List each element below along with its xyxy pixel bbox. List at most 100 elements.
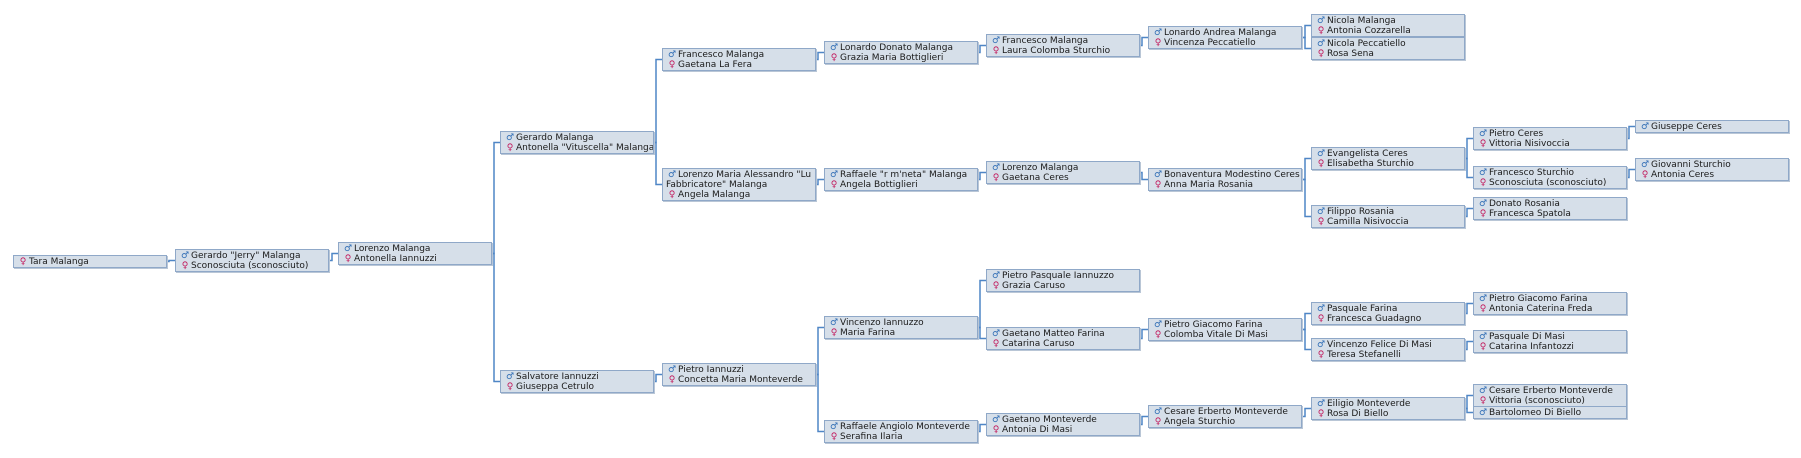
female-symbol-icon: ♀ <box>1317 159 1325 169</box>
male-symbol-icon: ♂ <box>505 372 515 382</box>
female-name: Colomba Vitale Di Masi <box>1164 330 1268 340</box>
connector-g2-g3b <box>492 252 500 383</box>
female-person-row: ♀Sconosciuta (sconosciuto) <box>1474 178 1626 188</box>
connector-g4c-g5d <box>816 373 824 433</box>
female-person-row: ♀Antonia Ceres <box>1636 170 1788 180</box>
female-symbol-icon: ♀ <box>1154 417 1162 427</box>
connector-g3a-g4a <box>654 58 662 144</box>
female-person-row: ♀Antonella Iannuzzi <box>339 254 491 264</box>
person-box-g7c[interactable]: ♂Pietro Giacomo Farina♀Colomba Vitale Di… <box>1148 318 1302 341</box>
person-box-g1[interactable]: ♂Gerardo "Jerry" Malanga♀Sconosciuta (sc… <box>175 249 329 272</box>
person-box-g6e[interactable]: ♂Gaetano Monteverde♀Antonia Di Masi <box>986 413 1140 436</box>
female-name: Antonella Iannuzzi <box>354 254 437 264</box>
male-symbol-icon: ♂ <box>1478 199 1488 209</box>
person-box-g8c[interactable]: ♂Evangelista Ceres♀Elisabetha Sturchio <box>1311 147 1465 170</box>
male-person-row: ♂Filippo Rosania <box>1312 207 1464 217</box>
female-name: Angela Bottiglieri <box>840 180 918 190</box>
person-box-g7b[interactable]: ♂Bonaventura Modestino Ceres♀Anna Maria … <box>1148 168 1302 191</box>
person-box-g8g[interactable]: ♂Eiligio Monteverde♀Rosa Di Biello <box>1311 397 1465 420</box>
person-box-g10b[interactable]: ♂Giovanni Sturchio♀Antonia Ceres <box>1635 158 1789 181</box>
male-symbol-icon: ♂ <box>1478 408 1488 418</box>
male-person-row: ♂Pietro Pasquale Iannuzzo <box>987 271 1139 281</box>
male-symbol-icon: ♂ <box>991 36 1001 46</box>
female-name: Giuseppa Cetrulo <box>516 382 594 392</box>
male-symbol-icon: ♂ <box>1153 28 1163 38</box>
female-name: Maria Farina <box>840 328 896 338</box>
person-box-g7a[interactable]: ♂Lonardo Andrea Malanga♀Vincenza Peccati… <box>1148 26 1302 49</box>
female-symbol-icon: ♀ <box>1317 49 1325 59</box>
person-box-g3b[interactable]: ♂Salvatore Iannuzzi♀Giuseppa Cetrulo <box>500 370 654 393</box>
male-person-row: ♂Donato Rosania <box>1474 199 1626 209</box>
female-symbol-icon: ♀ <box>181 261 189 271</box>
person-box-g9e[interactable]: ♂Pasquale Di Masi♀Catarina Infantozzi <box>1473 330 1627 353</box>
female-symbol-icon: ♀ <box>668 60 676 70</box>
female-name: Antonia Di Masi <box>1002 425 1073 435</box>
male-symbol-icon: ♂ <box>829 43 839 53</box>
person-box-g6b[interactable]: ♂Lorenzo Malanga♀Gaetana Ceres <box>986 161 1140 184</box>
male-symbol-icon: ♂ <box>991 415 1001 425</box>
person-box-g4b[interactable]: ♂Lorenzo Maria Alessandro "Lu Fabbricato… <box>662 168 816 201</box>
male-symbol-icon: ♂ <box>1316 304 1326 314</box>
person-box-g9b[interactable]: ♂Francesco Sturchio♀Sconosciuta (sconosc… <box>1473 166 1627 189</box>
connector-g8e-g9d <box>1465 302 1473 315</box>
person-box-g6a[interactable]: ♂Francesco Malanga♀Laura Colomba Sturchi… <box>986 34 1140 57</box>
male-person-row: ♂Nicola Peccatiello <box>1312 39 1464 49</box>
connector-g8d-g9c <box>1465 207 1473 218</box>
female-symbol-icon: ♀ <box>1317 350 1325 360</box>
person-box-g9c[interactable]: ♂Donato Rosania♀Francesca Spatola <box>1473 197 1627 220</box>
female-symbol-icon: ♀ <box>19 257 27 267</box>
person-box-g6c[interactable]: ♂Pietro Pasquale Iannuzzo♀Grazia Caruso <box>986 269 1140 292</box>
female-name: Sconosciuta (sconosciuto) <box>1489 178 1607 188</box>
male-symbol-icon: ♂ <box>667 170 677 180</box>
female-person-row: ♀Concetta Maria Monteverde <box>663 375 815 385</box>
male-person-row: ♂Vincenzo Felice Di Masi <box>1312 340 1464 350</box>
male-symbol-icon: ♂ <box>1640 122 1650 132</box>
female-name: Grazia Caruso <box>1002 281 1066 291</box>
person-box-g9f[interactable]: ♂Cesare Erberto Monteverde♀Vittoria (sco… <box>1473 384 1627 407</box>
person-box-g10a[interactable]: ♂Giuseppe Ceres <box>1635 120 1789 133</box>
person-box-g5b[interactable]: ♂Raffaele "r m'neta" Malanga♀Angela Bott… <box>824 168 978 191</box>
person-box-g7d[interactable]: ♂Cesare Erberto Monteverde♀Angela Sturch… <box>1148 405 1302 428</box>
person-box-g8d[interactable]: ♂Filippo Rosania♀Camilla Nisivoccia <box>1311 205 1465 228</box>
person-box-g9g[interactable]: ♂Bartolomeo Di Biello <box>1473 406 1627 419</box>
male-name: Raffaele Angiolo Monteverde <box>840 422 970 432</box>
connector-g4b-g5b <box>816 178 824 186</box>
connector-g7c-g8e <box>1302 312 1311 331</box>
person-box-g8e[interactable]: ♂Pasquale Farina♀Francesca Guadagno <box>1311 302 1465 325</box>
male-name: Francesco Sturchio <box>1489 168 1575 178</box>
person-box-g9a[interactable]: ♂Pietro Ceres♀Vittoria Nisivoccia <box>1473 127 1627 150</box>
female-name: Teresa Stefanelli <box>1327 350 1401 360</box>
person-box-root[interactable]: ♀Tara Malanga <box>13 255 167 268</box>
connector-g7b-g8d <box>1302 178 1311 218</box>
female-person-row: ♀Elisabetha Sturchio <box>1312 159 1464 169</box>
male-name: Gerardo "Jerry" Malanga <box>191 251 301 261</box>
female-person-row: ♀Angela Bottiglieri <box>825 180 977 190</box>
male-person-row: ♂Vincenzo Iannuzzo <box>825 318 977 328</box>
person-box-g8f[interactable]: ♂Vincenzo Felice Di Masi♀Teresa Stefanel… <box>1311 338 1465 361</box>
female-symbol-icon: ♀ <box>830 432 838 442</box>
person-box-g8b[interactable]: ♂Nicola Peccatiello♀Rosa Sena <box>1311 37 1465 60</box>
male-symbol-icon: ♂ <box>829 170 839 180</box>
male-name: Pietro Pasquale Iannuzzo <box>1002 271 1114 281</box>
person-box-g4a[interactable]: ♂Francesco Malanga♀Gaetana La Fera <box>662 48 816 71</box>
person-box-g2[interactable]: ♂Lorenzo Malanga♀Antonella Iannuzzi <box>338 242 492 265</box>
female-name: Antonia Cozzarella <box>1327 26 1411 36</box>
male-name: Lonardo Andrea Malanga <box>1164 28 1277 38</box>
male-name: Vincenzo Iannuzzo <box>840 318 924 328</box>
female-name: Angela Sturchio <box>1164 417 1236 427</box>
connector-g3a-g4b <box>654 141 662 186</box>
person-box-g5c[interactable]: ♂Vincenzo Iannuzzo♀Maria Farina <box>824 316 978 339</box>
male-symbol-icon: ♂ <box>1316 149 1326 159</box>
male-name: Eiligio Monteverde <box>1327 399 1411 409</box>
person-box-g5d[interactable]: ♂Raffaele Angiolo Monteverde♀Serafina Il… <box>824 420 978 443</box>
person-box-g9d[interactable]: ♂Pietro Giacomo Farina♀Antonia Caterina … <box>1473 292 1627 315</box>
connector-g8g-g9g <box>1465 407 1473 414</box>
female-person-row: ♀Gaetana La Fera <box>663 60 815 70</box>
person-box-g3a[interactable]: ♂Gerardo Malanga♀Antonella "Vituscella" … <box>500 131 654 154</box>
person-box-g5a[interactable]: ♂Lonardo Donato Malanga♀Grazia Maria Bot… <box>824 41 978 64</box>
person-box-g4c[interactable]: ♂Pietro Iannuzzi♀Concetta Maria Montever… <box>662 363 816 386</box>
female-symbol-icon: ♀ <box>992 339 1000 349</box>
person-box-g8a[interactable]: ♂Nicola Malanga♀Antonia Cozzarella <box>1311 14 1465 37</box>
person-box-g6d[interactable]: ♂Gaetano Matteo Farina♀Catarina Caruso <box>986 327 1140 350</box>
